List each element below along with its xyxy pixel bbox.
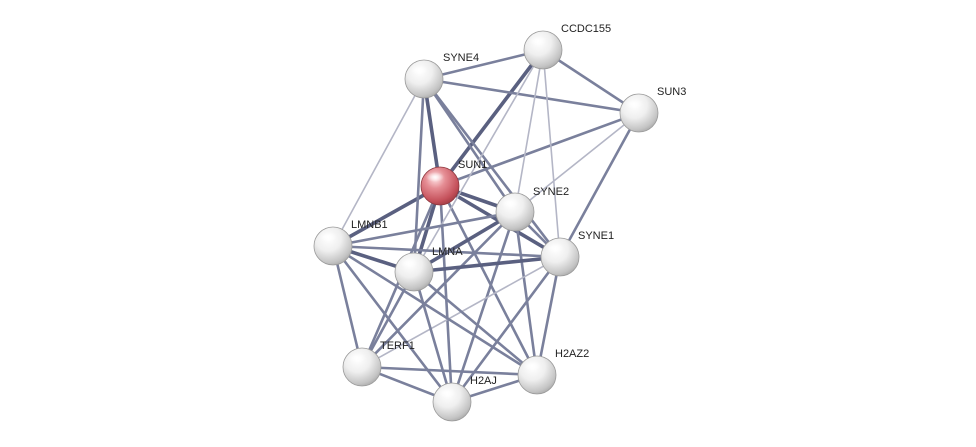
node-ccdc155[interactable]: CCDC155 [523,23,611,70]
node-highlight [523,361,541,371]
edge-lmnb1-h2aj [331,244,454,404]
node-label-h2aj: H2AJ [470,375,497,387]
node-syne4[interactable]: SYNE4 [404,52,479,99]
edge-syne4-syne2 [422,77,517,214]
edge-sun1-sun3 [438,111,641,188]
node-label-sun3: SUN3 [657,86,686,98]
edge-lmnb1-h2az2 [331,244,539,377]
node-highlight [546,243,564,253]
edge-syne2-lmna [412,210,517,274]
node-label-lmna: LMNA [432,246,463,258]
node-syne1[interactable]: SYNE1 [540,230,614,277]
node-ball[interactable] [404,59,444,99]
node-ball[interactable] [432,382,472,422]
edge-terf1-h2az2 [360,365,539,377]
node-h2az2[interactable]: H2AZ2 [517,348,589,395]
edge-lmna-h2aj [412,270,454,404]
edge-syne2-terf1 [360,210,517,369]
node-terf1[interactable]: TERF1 [342,340,415,387]
node-syne2[interactable]: SYNE2 [495,186,569,232]
node-ball[interactable] [342,347,382,387]
edge-syne2-h2az2 [513,210,539,377]
node-label-lmnb1: LMNB1 [351,219,388,231]
node-ball[interactable] [420,166,460,206]
edge-sun1-lmnb1 [331,184,442,248]
node-highlight [400,258,418,268]
edge-syne4-sun3 [422,77,641,115]
edge-ccdc155-syne1 [542,49,561,258]
node-lmna[interactable]: LMNA [394,246,463,292]
node-label-syne1: SYNE1 [578,230,614,242]
edge-ccdc155-syne2 [514,49,544,213]
node-label-h2az2: H2AZ2 [555,348,589,360]
edge-syne1-lmnb1 [331,244,562,259]
edge-lmnb1-terf1 [331,244,364,369]
node-sun3[interactable]: SUN3 [619,86,686,133]
node-highlight [348,353,366,363]
node-highlight [438,388,456,398]
edge-syne1-h2aj [450,255,562,404]
node-label-sun1: SUN1 [458,159,487,171]
edge-sun1-ccdc155 [438,48,545,188]
node-label-syne2: SYNE2 [533,186,569,198]
node-ball[interactable] [540,237,580,277]
edge-syne4-ccdc155 [422,48,545,81]
edge-syne1-h2az2 [535,255,562,377]
node-highlight [625,99,643,109]
node-label-ccdc155: CCDC155 [561,23,611,35]
edge-syne4-syne1 [422,77,562,259]
edge-sun3-syne2 [514,112,640,213]
node-lmnb1[interactable]: LMNB1 [313,219,388,266]
edge-syne1-lmna [412,255,562,274]
node-label-terf1: TERF1 [380,340,415,352]
node-highlight [410,65,428,75]
node-ball[interactable] [523,30,563,70]
edge-lmna-h2az2 [412,270,539,377]
node-sun1[interactable]: SUN1 [420,159,487,206]
edge-sun1-h2az2 [438,184,539,377]
node-ball[interactable] [313,226,353,266]
edge-syne2-lmnb1 [331,210,517,248]
edge-syne4-lmna [412,77,426,274]
node-ball[interactable] [517,355,557,395]
node-highlight [501,198,519,208]
edge-sun1-h2aj [438,184,454,404]
edge-ccdc155-lmna [413,49,544,273]
node-ball[interactable] [495,192,535,232]
node-highlight [319,232,337,242]
edge-syne4-lmnb1 [332,78,425,247]
node-highlight [426,172,444,182]
node-highlight [529,36,547,46]
node-h2aj[interactable]: H2AJ [432,375,497,422]
node-ball[interactable] [619,93,659,133]
edge-sun3-syne1 [558,111,641,259]
node-label-syne4: SYNE4 [443,52,479,64]
node-ball[interactable] [394,252,434,292]
